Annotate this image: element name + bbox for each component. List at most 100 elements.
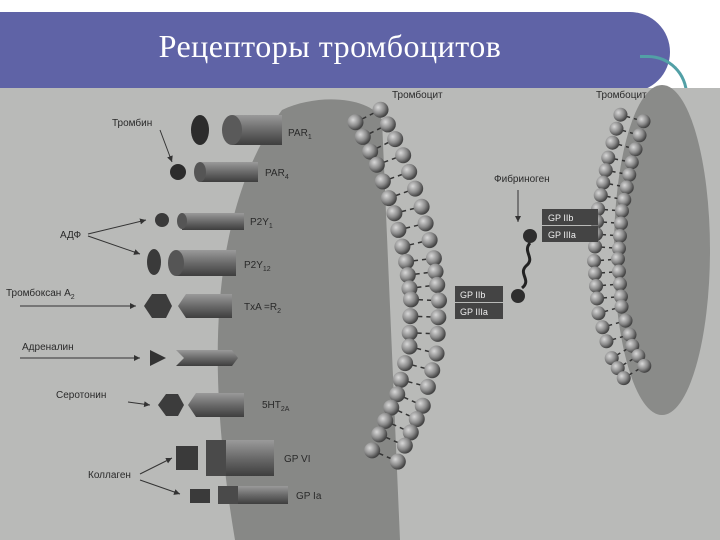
lipid-head bbox=[389, 453, 406, 470]
collagen-ligand-2 bbox=[190, 489, 210, 503]
lipid-head bbox=[598, 163, 613, 178]
lipid-head bbox=[637, 358, 652, 373]
label-par4: PAR4 bbox=[265, 168, 289, 181]
lipid-head bbox=[618, 313, 633, 328]
arrow-collagen-gpia bbox=[139, 479, 181, 495]
lipid-head bbox=[402, 308, 419, 325]
lipid-head bbox=[408, 411, 425, 428]
label-gpiib-right: GP IIb bbox=[548, 213, 573, 223]
lipid-head bbox=[413, 198, 430, 215]
lipid-head bbox=[430, 292, 447, 309]
lipid-head bbox=[429, 276, 446, 293]
lipid-head bbox=[611, 264, 626, 279]
thrombin-ligand bbox=[170, 164, 186, 180]
lipid-head bbox=[403, 291, 420, 308]
lipid-head bbox=[398, 253, 415, 270]
serotonin-ligand bbox=[158, 394, 184, 416]
receptor-p2y1-body bbox=[182, 213, 244, 230]
label-thromboxane: Тромбоксан А2 bbox=[6, 287, 75, 301]
label-gpvi: GP VI bbox=[284, 454, 311, 465]
lipid-head bbox=[587, 253, 602, 268]
adp-ligand-2 bbox=[147, 249, 161, 275]
label-gpia: GP Ia bbox=[296, 491, 322, 502]
lipid-head bbox=[588, 266, 603, 281]
lipid-head bbox=[601, 150, 616, 165]
lipid-head bbox=[371, 426, 388, 443]
gpiia-left-box bbox=[455, 303, 503, 319]
label-p2y12: P2Y12 bbox=[244, 260, 271, 273]
collagen-ligand-1 bbox=[176, 446, 198, 470]
arrow-adp-p2y12 bbox=[87, 235, 141, 255]
lipid-head bbox=[612, 277, 627, 292]
receptor-par1-cap bbox=[222, 115, 242, 145]
lipid-head bbox=[595, 320, 610, 335]
lipid-head bbox=[429, 325, 446, 342]
label-platelet-left: Тромбоцит bbox=[392, 89, 443, 101]
gpiib-right-box bbox=[542, 209, 598, 225]
lipid-head bbox=[622, 327, 637, 342]
label-par1: PAR1 bbox=[288, 128, 312, 141]
lipid-head bbox=[354, 128, 371, 145]
lipid-head bbox=[419, 378, 436, 395]
label-5ht2a: 5HT2A bbox=[262, 400, 290, 413]
thrombin-cleaved-piece bbox=[191, 115, 209, 145]
arrow-serotonin bbox=[127, 401, 151, 408]
lipid-head bbox=[617, 192, 632, 207]
lipid-head bbox=[368, 156, 385, 173]
gpiib-left-box bbox=[455, 286, 503, 302]
lipid-head bbox=[614, 203, 629, 218]
thromboxane-ligand bbox=[144, 294, 172, 318]
lipid-head bbox=[596, 175, 611, 190]
lipid-head bbox=[619, 180, 634, 195]
adp-ligand-1 bbox=[155, 213, 169, 227]
lipid-head bbox=[425, 250, 442, 267]
lipid-head bbox=[424, 362, 441, 379]
lipid-head bbox=[401, 163, 418, 180]
lipid-head bbox=[613, 107, 628, 122]
lipid-head bbox=[614, 299, 629, 314]
lipid-head bbox=[414, 397, 431, 414]
lipid-head bbox=[599, 334, 614, 349]
lipid-head bbox=[372, 101, 389, 118]
lipid-head bbox=[392, 371, 409, 388]
label-fibrinogen: Фибриноген bbox=[494, 173, 550, 185]
lipid-head bbox=[430, 309, 447, 326]
lipid-head bbox=[387, 131, 404, 148]
lipid-head bbox=[628, 142, 643, 157]
lipid-head bbox=[383, 399, 400, 416]
lipid-head bbox=[612, 228, 627, 243]
lipid-head bbox=[589, 278, 604, 293]
receptor-par4-body bbox=[200, 162, 258, 182]
label-adp: АДФ bbox=[60, 230, 82, 241]
label-p2y1: P2Y1 bbox=[250, 217, 273, 230]
receptor-p2y1-cap bbox=[177, 213, 187, 229]
label-platelet-right: Тромбоцит bbox=[596, 89, 647, 101]
lipid-head bbox=[389, 386, 406, 403]
receptor-gpvi bbox=[226, 440, 274, 476]
lipid-head bbox=[399, 267, 416, 284]
lipid-head bbox=[427, 263, 444, 280]
lipid-head bbox=[347, 114, 364, 131]
adrenaline-ligand bbox=[150, 350, 166, 366]
lipid-head bbox=[401, 338, 418, 355]
lipid-head bbox=[622, 167, 637, 182]
arrow-collagen-gpvi bbox=[139, 457, 173, 475]
lipid-head bbox=[386, 205, 403, 222]
lipid-head bbox=[377, 412, 394, 429]
gpiia-right-box bbox=[542, 226, 598, 242]
lipid-head bbox=[624, 155, 639, 170]
lipid-head bbox=[380, 190, 397, 207]
label-gpiib-left: GP IIb bbox=[460, 290, 485, 300]
receptor-txa2r bbox=[178, 294, 232, 318]
label-thrombin: Тромбин bbox=[112, 117, 152, 129]
right-membrane-bilayer bbox=[587, 107, 652, 386]
lipid-head bbox=[407, 180, 424, 197]
right-platelet-body bbox=[614, 85, 710, 415]
receptor-adrenaline bbox=[176, 350, 238, 366]
lipid-head bbox=[364, 442, 381, 459]
receptor-par4-cap bbox=[194, 162, 206, 182]
slide-title: Рецепторы тромбоцитов bbox=[158, 28, 502, 64]
lipid-head bbox=[396, 437, 413, 454]
lipid-head bbox=[390, 221, 407, 238]
